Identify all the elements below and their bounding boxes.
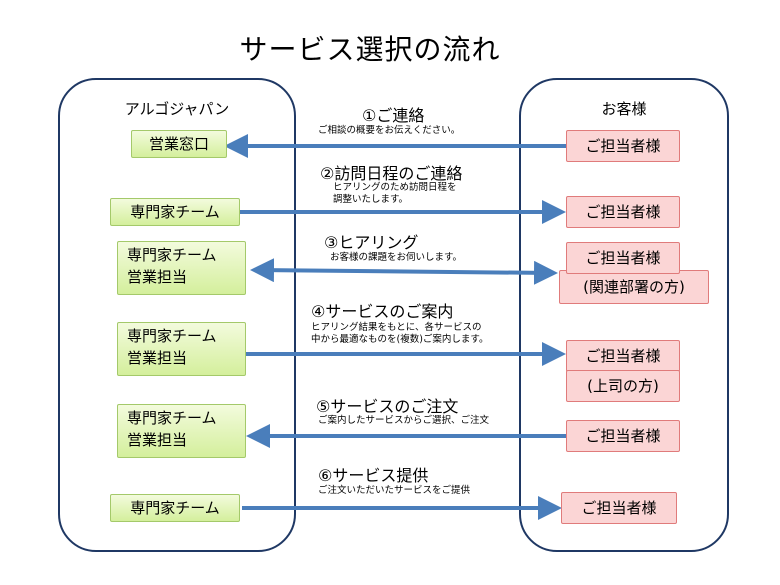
right-box-contact-5: ご担当者様 [566, 420, 680, 452]
right-box-contact-1: ご担当者様 [566, 130, 680, 162]
step-1-desc: ご相談の概要をお伝えください。 [318, 125, 461, 136]
right-box-5-label: ご担当者様 [585, 427, 661, 445]
left-box-4-line2: 営業担当 [127, 349, 188, 367]
step-2-title: ②訪問日程のご連絡 [320, 164, 463, 183]
step-1-title: ①ご連絡 [362, 106, 425, 125]
right-box-4-sub: (上司の方) [587, 377, 659, 395]
left-box-expert-team-2: 専門家チーム [110, 494, 240, 522]
right-box-contact-6: ご担当者様 [561, 492, 677, 524]
left-box-3-line2: 営業担当 [127, 268, 188, 286]
left-box-1-label: 営業窓口 [148, 135, 209, 153]
step-3-desc: お客様の課題をお伺いします。 [330, 252, 463, 263]
diagram-title: サービス選択の流れ [239, 33, 501, 66]
right-box-related-dept: (関連部署の方) [559, 270, 709, 304]
right-box-3-label: ご担当者様 [585, 249, 661, 267]
step-2-desc: ヒアリングのため訪問日程を 調整いたします。 [333, 182, 457, 205]
left-box-2-label: 専門家チーム [130, 203, 220, 221]
right-box-3-sub: (関連部署の方) [583, 278, 685, 296]
left-box-5-line2: 営業担当 [127, 431, 188, 449]
left-box-3-line1: 専門家チーム [127, 246, 217, 264]
left-box-sales-window: 営業窓口 [131, 130, 227, 158]
lane-customer [519, 78, 729, 552]
left-box-expert-sales-2: 専門家チーム 営業担当 [117, 322, 246, 376]
left-box-expert-sales-1: 専門家チーム 営業担当 [117, 241, 246, 295]
right-box-4-label: ご担当者様 [585, 347, 661, 365]
right-box-2-label: ご担当者様 [585, 203, 661, 221]
step-3-title: ③ヒアリング [324, 233, 419, 252]
lane-left-heading: アルゴジャパン [124, 100, 230, 118]
step-6-desc: ご注文いただいたサービスをご提供 [318, 485, 471, 496]
lane-right-heading: お客様 [601, 100, 647, 118]
step-5-title: ⑤サービスのご注文 [316, 397, 459, 416]
step-5-desc: ご案内したサービスからご選択、ご注文 [318, 415, 490, 426]
right-box-6-label: ご担当者様 [581, 499, 657, 517]
right-box-contact-3: ご担当者様 [566, 242, 680, 274]
left-box-4-line1: 専門家チーム [127, 327, 217, 345]
step-4-title: ④サービスのご案内 [311, 302, 454, 321]
left-box-6-label: 専門家チーム [130, 499, 220, 517]
right-box-contact-4: ご担当者様 [566, 340, 680, 372]
step-4-desc: ヒアリング結果をもとに、各サービスの 中から最適なものを(複数)ご案内します。 [311, 322, 489, 345]
left-box-expert-team: 専門家チーム [110, 198, 240, 226]
right-box-1-label: ご担当者様 [585, 137, 661, 155]
arrow-step-3 [250, 258, 558, 285]
left-box-expert-sales-3: 専門家チーム 営業担当 [117, 404, 246, 458]
left-box-5-line1: 専門家チーム [127, 409, 217, 427]
right-box-supervisor: (上司の方) [566, 370, 680, 402]
lane-argo-japan [58, 78, 296, 552]
step-6-title: ⑥サービス提供 [318, 466, 429, 485]
right-box-contact-2: ご担当者様 [566, 196, 680, 228]
